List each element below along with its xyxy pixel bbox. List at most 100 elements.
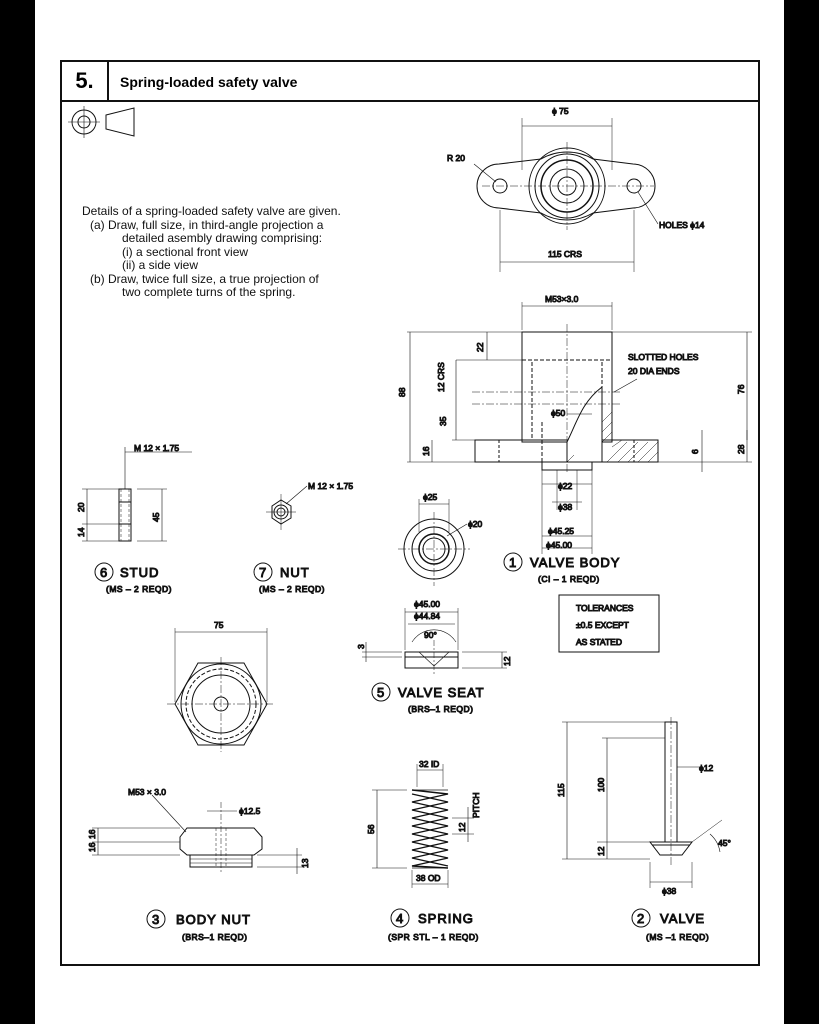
valve-spec: (MS –1 REQD) — [646, 932, 709, 942]
nut-thread-label: M 12 × 1.75 — [308, 481, 353, 491]
stud-dim-14: 14 — [76, 527, 86, 537]
body-nut-dim-16a: 16 — [87, 842, 97, 852]
valve-stem-diameter: ϕ12 — [699, 763, 713, 773]
valve-body-front-view: M53×3.0 SLOTTED HOLES 20 DIA ENDS ϕ50 ϕ2… — [397, 294, 752, 585]
body-nut-plan: 75 — [167, 620, 275, 752]
third-angle-projection-icon — [68, 106, 135, 138]
spring-outer-diameter: 38 OD — [416, 873, 441, 883]
body-height-35: 35 — [438, 416, 448, 426]
seat-diameter-45-00: ϕ45.00 — [414, 599, 440, 609]
flange-diameter-75: ϕ 75 — [552, 106, 569, 116]
exercise-title: Spring-loaded safety valve — [120, 74, 298, 90]
valve-number: 2 — [637, 911, 645, 926]
task-a-line-2: detailed asembly drawing comprising: — [122, 231, 323, 245]
body-diameter-45-25: ϕ45.25 — [548, 526, 574, 536]
stud-dim-45: 45 — [151, 512, 161, 522]
stud-number: 6 — [100, 565, 108, 580]
section-hatching — [566, 411, 659, 463]
slotted-holes-line-2: 20 DIA ENDS — [628, 366, 680, 376]
valve-length-100: 100 — [596, 778, 606, 792]
slotted-holes-line-1: SLOTTED HOLES — [628, 352, 699, 362]
body-nut-label: BODY NUT — [176, 912, 251, 927]
valve-head-diameter: ϕ38 — [662, 886, 676, 896]
tolerances-line-2: ±0.5 EXCEPT — [576, 620, 629, 630]
body-height-16: 16 — [421, 446, 431, 456]
exercise-number: 5. — [62, 62, 109, 100]
engineering-drawing: ϕ 75 R 20 HOLES ϕ14 115 CRS — [68, 106, 752, 943]
nut-label: NUT — [280, 565, 310, 580]
valve-body-number: 1 — [509, 555, 517, 570]
spring-pitch-label: PITCH — [471, 793, 481, 819]
task-a-line-3: (i) a sectional front view — [122, 244, 249, 259]
valve-angle-45: 45° — [718, 838, 731, 848]
page: 5. Spring-loaded safety valve Details of… — [35, 0, 784, 1024]
nut-view: M 12 × 1.75 7 NUT (MS – 2 REQD) — [253, 481, 354, 595]
body-thread-m53: M53×3.0 — [545, 294, 579, 304]
valve-label: VALVE — [660, 911, 705, 926]
body-nut-dim-13: 13 — [300, 858, 310, 868]
valve-body-spec: (CI – 1 REQD) — [538, 574, 600, 584]
body-diameter-45-00: ϕ45.00 — [546, 540, 572, 550]
valve-seat-spec: (BRS–1 REQD) — [408, 704, 474, 714]
spring-spec: (SPR STL – 1 REQD) — [388, 932, 479, 942]
body-nut-number: 3 — [152, 912, 160, 927]
body-nut-dim-16b: 16 — [87, 829, 97, 839]
tolerances-line-3: AS STATED — [576, 637, 622, 647]
stud-label: STUD — [120, 565, 159, 580]
task-a-line-1: (a) Draw, full size, in third-angle proj… — [90, 217, 324, 232]
valve-dim-12: 12 — [596, 846, 606, 856]
body-height-76: 76 — [736, 384, 746, 394]
body-height-22: 22 — [475, 342, 485, 352]
spring-length-56: 56 — [366, 824, 376, 834]
valve-length-115: 115 — [556, 783, 566, 797]
task-b-line-2: two complete turns of the spring. — [122, 285, 296, 299]
seat-angle-90: 90° — [424, 630, 437, 640]
valve-seat-label: VALVE SEAT — [398, 685, 485, 700]
body-diameter-22: ϕ22 — [558, 481, 572, 491]
body-diameter-50: ϕ50 — [551, 408, 565, 418]
valve-seat-plan: ϕ25 ϕ20 — [398, 492, 483, 586]
body-nut-thread-m53: M53 × 3.0 — [128, 787, 166, 797]
stud-thread-label: M 12 × 1.75 — [134, 443, 179, 453]
nut-spec: (MS – 2 REQD) — [259, 584, 325, 594]
tolerances-line-1: TOLERANCES — [576, 603, 634, 613]
seat-dim-12: 12 — [502, 656, 512, 666]
flange-radius-20: R 20 — [447, 153, 465, 163]
seat-diameter-44-84: ϕ44.84 — [414, 611, 440, 621]
stud-dim-20: 20 — [76, 502, 86, 512]
body-height-88: 88 — [397, 387, 407, 397]
seat-dim-3: 3 — [356, 644, 366, 649]
body-flange-6: 6 — [690, 449, 700, 454]
spring-view: 32 ID 38 OD 56 12 PITCH 4 SPRING (SPR ST… — [366, 759, 482, 943]
spring-number: 4 — [396, 911, 404, 926]
tolerances-box: TOLERANCES ±0.5 EXCEPT AS STATED — [558, 594, 660, 653]
body-nut-spec: (BRS–1 REQD) — [182, 932, 248, 942]
body-nut-view: M53 × 3.0 ϕ12.5 16 16 13 3 BODY NUT (BRS… — [87, 787, 311, 943]
spring-label: SPRING — [418, 911, 474, 926]
task-instructions: Details of a spring-loaded safety valve … — [82, 204, 402, 300]
nut-number: 7 — [259, 565, 267, 580]
sheet-header: 5. Spring-loaded safety valve — [62, 62, 758, 102]
stud-view: M 12 × 1.75 20 14 45 6 STUD (MS – 2 REQD… — [76, 443, 192, 595]
body-height-28: 28 — [736, 444, 746, 454]
body-diameter-38: ϕ38 — [558, 502, 572, 512]
valve-view: 115 100 12 ϕ12 45° ϕ38 2 VALVE (MS –1 RE… — [556, 717, 731, 943]
body-nut-diameter-12-5: ϕ12.5 — [239, 806, 261, 816]
valve-body-label: VALVE BODY — [530, 555, 620, 570]
flange-plan-view: ϕ 75 R 20 HOLES ϕ14 115 CRS — [447, 106, 705, 272]
valve-seat-number: 5 — [377, 685, 385, 700]
drawing-sheet: 5. Spring-loaded safety valve Details of… — [60, 60, 760, 966]
valve-seat-view: ϕ45.00 ϕ44.84 90° 3 12 5 VALVE SEAT (BRS… — [356, 599, 513, 715]
spring-inner-diameter: 32 ID — [419, 759, 439, 769]
task-intro: Details of a spring-loaded safety valve … — [82, 204, 341, 218]
body-12-crs: 12 CRS — [436, 362, 446, 392]
task-b-line-1: (b) Draw, twice full size, a true projec… — [90, 271, 319, 286]
seat-diameter-25: ϕ25 — [423, 492, 437, 502]
task-a-line-4: (ii) a side view — [122, 258, 199, 272]
stud-spec: (MS – 2 REQD) — [106, 584, 172, 594]
seat-diameter-20: ϕ20 — [468, 519, 482, 529]
spring-pitch-12: 12 — [457, 822, 467, 832]
flange-holes-label: HOLES ϕ14 — [659, 220, 705, 230]
body-nut-width-75: 75 — [214, 620, 224, 630]
flange-centres-label: 115 CRS — [548, 249, 582, 259]
